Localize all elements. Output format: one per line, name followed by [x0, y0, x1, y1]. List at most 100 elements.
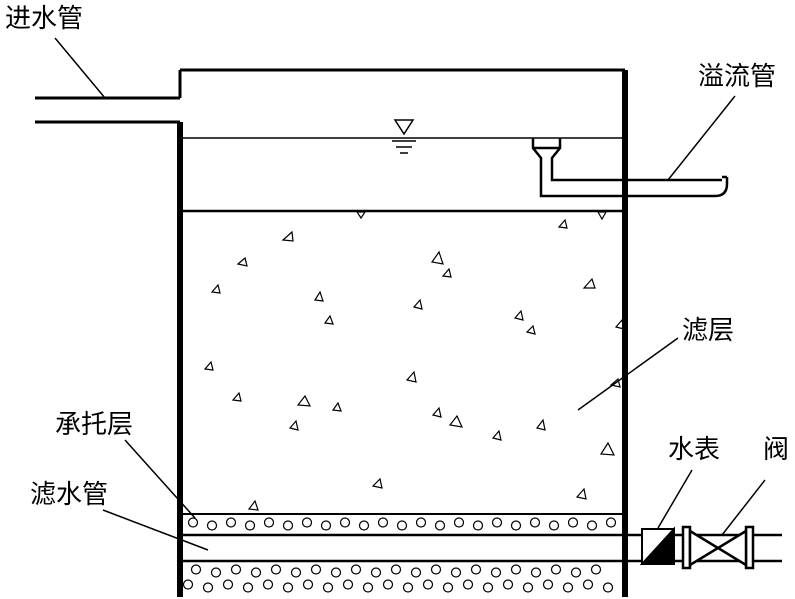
gravel-pebble: [510, 520, 522, 531]
gravel-pebble: [605, 517, 617, 528]
label-support-layer: 承托层: [55, 410, 134, 440]
sand-grain: [236, 256, 248, 267]
gravel-pebble: [377, 517, 389, 528]
gravel-pebble: [491, 517, 503, 528]
gravel-pebble: [472, 520, 484, 531]
label-filter-pipe: 滤水管: [30, 480, 109, 510]
gravel-pebble: [290, 567, 302, 578]
label-water-meter: 水表: [668, 435, 721, 465]
gravel-pebble: [244, 520, 256, 531]
gravel-pebble: [396, 520, 408, 531]
gravel-pebble: [202, 582, 214, 593]
gravel-pebble: [415, 517, 427, 528]
gravel-pebble: [582, 579, 594, 590]
inlet-pipe: [35, 96, 180, 124]
sand-grain: [231, 391, 242, 402]
gravel-pebble: [522, 582, 534, 593]
gravel-pebble: [482, 582, 494, 593]
leader-valve: [721, 479, 766, 536]
gravel-pebble: [301, 517, 313, 528]
filter-media-grains: [203, 211, 625, 511]
water-meter: [639, 526, 675, 565]
gravel-pebble: [230, 564, 242, 575]
sand-grain: [331, 401, 342, 412]
gravel-pebble: [510, 564, 522, 575]
label-overflow-pipe: 溢流管: [698, 62, 777, 92]
sand-grain: [513, 309, 524, 321]
sand-grain: [575, 487, 587, 500]
sand-grain: [203, 360, 214, 371]
gravel-pebble: [339, 517, 351, 528]
sand-grain: [430, 250, 444, 265]
gravel-pebble: [250, 567, 262, 578]
gravel-pebble: [462, 579, 474, 590]
sand-grain: [210, 283, 221, 294]
gravel-pebble: [570, 567, 582, 578]
gravel-pebble: [350, 564, 362, 575]
sand-grain: [323, 314, 334, 325]
sand-grain: [582, 277, 596, 289]
tank-walls: [177, 68, 628, 597]
gravel-pebble: [222, 579, 234, 590]
gravel-pebble: [567, 517, 579, 528]
gravel-pebble: [402, 582, 414, 593]
gravel-pebble: [529, 517, 541, 528]
overflow-pipe: [531, 138, 729, 198]
gravel-pebble: [542, 579, 554, 590]
leader-filter-pipe: [102, 509, 209, 551]
support-layer-gravel: [182, 517, 617, 593]
sand-grain: [412, 298, 423, 310]
leader-filter-layer: [577, 337, 679, 411]
gravel-pebble: [602, 582, 614, 593]
sand-grain: [596, 211, 608, 221]
gravel-pebble: [370, 567, 382, 578]
gravel-pebble: [548, 520, 560, 531]
sand-grain: [355, 211, 367, 220]
sand-grain: [609, 377, 621, 388]
leader-support-layer: [124, 439, 196, 519]
gravel-pebble: [530, 567, 542, 578]
gravel-pebble: [330, 567, 342, 578]
gravel-pebble: [262, 579, 274, 590]
gravel-pebble: [242, 582, 254, 593]
gravel-pebble: [586, 520, 598, 531]
gravel-pebble: [282, 582, 294, 593]
sand-grain: [281, 230, 294, 242]
leader-inlet-pipe: [54, 37, 106, 99]
gravel-pebble: [410, 567, 422, 578]
sand-grain: [535, 418, 546, 431]
filter-pipe: [180, 533, 782, 563]
gravel-pebble: [430, 564, 442, 575]
gravel-pebble: [187, 517, 199, 528]
sand-grain: [313, 290, 324, 302]
gravel-pebble: [225, 517, 237, 528]
sand-grain: [296, 394, 312, 407]
label-filter-layer: 滤层: [682, 316, 735, 346]
sand-grain: [614, 318, 625, 330]
sand-grain: [405, 370, 417, 383]
gravel-pebble: [382, 579, 394, 590]
label-valve: 阀: [763, 435, 790, 465]
gravel-pebble: [422, 579, 434, 590]
gravel-pebble: [263, 517, 275, 528]
gravel-pebble: [210, 567, 222, 578]
gravel-pebble: [562, 582, 574, 593]
gravel-pebble: [282, 520, 294, 531]
leader-water-meter: [657, 469, 693, 529]
sand-grain: [288, 419, 299, 431]
gravel-pebble: [190, 564, 202, 575]
gravel-pebble: [302, 579, 314, 590]
sand-grain: [599, 441, 616, 456]
sand-grain: [448, 414, 464, 428]
sand-grain: [431, 406, 442, 418]
sand-grain: [247, 499, 259, 511]
label-inlet-pipe: 进水管: [5, 4, 84, 34]
gravel-pebble: [320, 520, 332, 531]
leader-lines: [54, 37, 766, 551]
gravel-pebble: [362, 582, 374, 593]
gravel-pebble: [550, 564, 562, 575]
gravel-pebble: [342, 579, 354, 590]
gravel-pebble: [310, 564, 322, 575]
leader-overflow-pipe: [667, 95, 736, 181]
sand-grain: [525, 324, 536, 335]
